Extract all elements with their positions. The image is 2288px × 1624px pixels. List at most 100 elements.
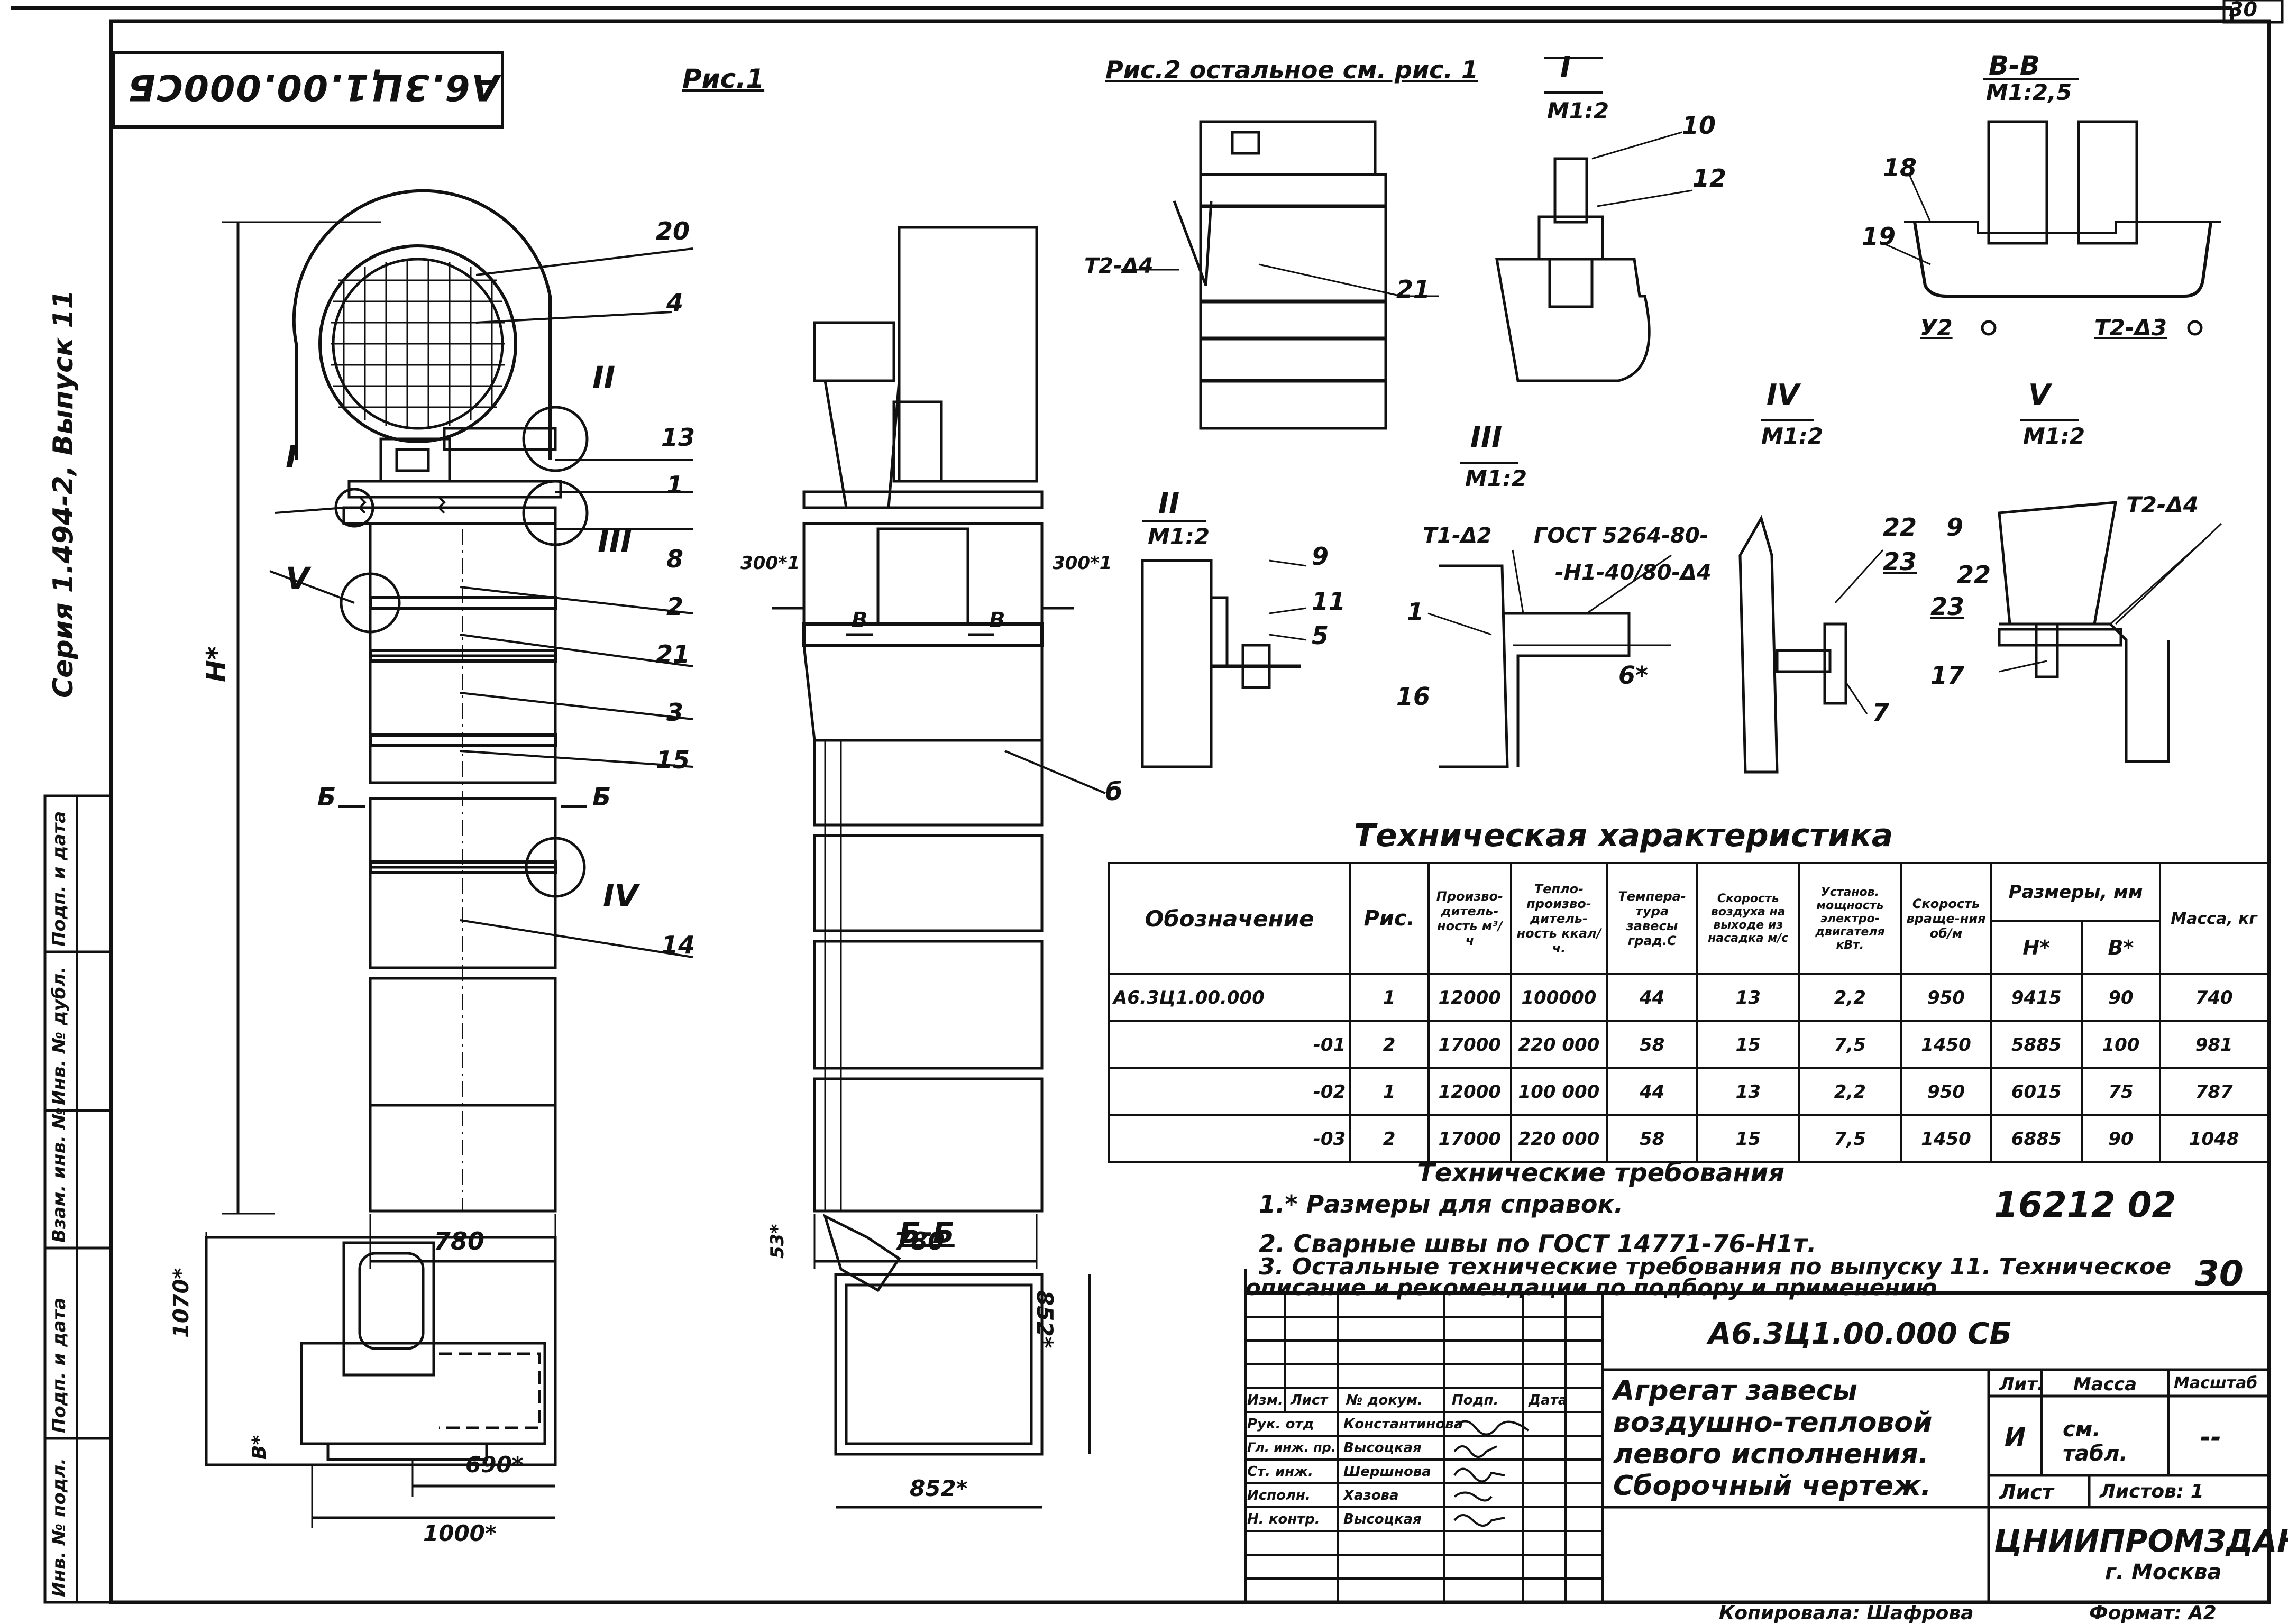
fig1-title: Рис.1 <box>682 63 765 94</box>
th-heat: Тепло-произво-дитель-ность ккал/ч. <box>1509 862 1608 975</box>
side-label-5: Инв. № подл. <box>49 1457 70 1597</box>
title-block-frame <box>1244 1269 2271 1604</box>
side-label-4: Подп. и дата <box>49 1297 70 1433</box>
dim-780-a: 780 <box>434 1227 485 1255</box>
archive-code: 16212 02 <box>1994 1185 2176 1225</box>
name-line-3: левого исполнения. <box>1613 1438 1929 1470</box>
cell: -03 <box>1108 1114 1351 1163</box>
copied-by: Копировала: Шафрова <box>1719 1602 1974 1624</box>
cell: 13 <box>1696 973 1800 1022</box>
detail-callout-9: 9 <box>1312 542 1329 571</box>
section-mark-v2: В <box>989 608 1005 632</box>
cell: 5885 <box>1990 1020 2083 1069</box>
cell: А6.3Ц1.00.000 <box>1108 973 1351 1022</box>
side-label-1: Подп. и дата <box>49 811 70 947</box>
person-4: Хазова <box>1343 1488 1399 1503</box>
dim-b: В* <box>249 1435 270 1460</box>
cell: 58 <box>1606 1020 1698 1069</box>
cell: 950 <box>1900 973 1992 1022</box>
weld-t2d4b: Т2-Δ4 <box>2126 492 2199 518</box>
section-mark-b2: Б <box>592 783 611 811</box>
detail-callout-y2: У2 <box>1920 315 1953 341</box>
cell: 12000 <box>1427 973 1512 1022</box>
cell: 2 <box>1349 1114 1430 1163</box>
name-line-2: воздушно-тепловой <box>1613 1407 1933 1438</box>
th-dims: Размеры, мм <box>1990 862 2162 922</box>
dim-h: Н* <box>201 646 232 682</box>
designation-stamp: А6.3Ц1.00.000СБ <box>127 66 499 108</box>
detail-III-drawing <box>1427 462 1672 768</box>
callout-2: 2 <box>666 592 684 621</box>
detail-callout-22: 22 <box>1883 513 1917 542</box>
detail-I-title: I <box>1560 50 1571 84</box>
callout-8: 8 <box>666 545 684 573</box>
detail-III-scale: М1:2 <box>1465 465 1527 491</box>
detail-callout-12: 12 <box>1692 164 1727 192</box>
dim-1000: 1000* <box>423 1520 497 1546</box>
gost-label: ГОСТ 5264-80- <box>1534 524 1709 548</box>
cell: 787 <box>2159 1067 2269 1116</box>
weld-t1d2: Т1-Δ2 <box>1423 524 1492 548</box>
cell: 2,2 <box>1798 973 1902 1022</box>
detail-callout-6: 6* <box>1618 661 1649 690</box>
cell: 13 <box>1696 1067 1800 1116</box>
requirement-3a: 3. Остальные технические требования по в… <box>1259 1253 2172 1280</box>
side-label-3: Взам. инв. № <box>49 1107 70 1243</box>
detail-callout-23b: 23 <box>1930 592 1965 621</box>
cell: 100000 <box>1509 973 1608 1022</box>
cell: 90 <box>2080 1114 2162 1163</box>
side-label-2: Инв. № дубл. <box>49 966 70 1105</box>
detail-III-title: III <box>1470 420 1503 454</box>
th-designation: Обозначение <box>1108 862 1351 975</box>
cell: 7,5 <box>1798 1020 1902 1069</box>
table-row: А6.3Ц1.00.000 1 12000 100000 44 13 2,2 9… <box>1108 973 2269 1022</box>
cell: 1450 <box>1900 1114 1992 1163</box>
fig2-side-view <box>772 226 1106 1269</box>
page-number: 30 <box>2195 1253 2244 1294</box>
callout-IV: IV <box>603 878 638 914</box>
col-lit: Лит. <box>1999 1374 2044 1395</box>
tech-table: Обозначение Рис. Произво-дитель-ность м³… <box>1108 862 2269 1163</box>
cell: 17000 <box>1427 1020 1512 1069</box>
requirements-title: Технические требования <box>1417 1158 1785 1188</box>
scale-value: -- <box>2200 1423 2221 1452</box>
table-row: -03 2 17000 220 000 58 15 7,5 1450 6885 … <box>1108 1114 2269 1163</box>
doc-number: А6.3Ц1.00.000 СБ <box>1708 1317 2012 1351</box>
cell: 44 <box>1606 1067 1698 1116</box>
head-list: Лист <box>1291 1392 1328 1408</box>
th-b: В* <box>2080 920 2162 975</box>
role-3: Ст. инж. <box>1247 1464 1314 1480</box>
th-capacity: Произво-дитель-ность м³/ч <box>1427 862 1512 975</box>
detail-callout-5: 5 <box>1312 621 1329 650</box>
cell: 100 <box>2080 1020 2162 1069</box>
callout-21: 21 <box>656 640 690 668</box>
detail-callout-19: 19 <box>1862 222 1896 251</box>
role-4: Исполн. <box>1247 1488 1311 1503</box>
callout-15: 15 <box>656 746 690 774</box>
detail-V-drawing <box>1998 419 2222 763</box>
callout-13: 13 <box>661 423 695 452</box>
section-mark-b1: Б <box>317 783 336 811</box>
series-label: Серия 1.494-2, Выпуск 11 <box>48 290 79 698</box>
th-temp: Темпера-тура завесы град.С <box>1606 862 1698 975</box>
detail-callout-10: 10 <box>1682 111 1716 140</box>
cell: 1 <box>1349 973 1430 1022</box>
cell: 15 <box>1696 1020 1800 1069</box>
table-row: -01 2 17000 220 000 58 15 7,5 1450 5885 … <box>1108 1020 2269 1069</box>
detail-callout-17: 17 <box>1930 661 1965 690</box>
detail-I-scale: М1:2 <box>1547 98 1609 124</box>
detail-I-drawing <box>1495 57 1693 382</box>
person-3: Шершнова <box>1343 1464 1431 1480</box>
name-line-4: Сборочный чертеж. <box>1613 1470 1932 1502</box>
detail-V-title: V <box>2028 378 2051 411</box>
callout-1: 1 <box>666 471 684 499</box>
sheets-label: Листов: 1 <box>2100 1481 2204 1502</box>
detail-II-drawing <box>1141 520 1307 768</box>
section-66-drawing <box>822 1214 1091 1509</box>
detail-callout-1: 1 <box>1407 598 1424 626</box>
detail-callout-22b: 22 <box>1957 561 1991 589</box>
cell: 7,5 <box>1798 1114 1902 1163</box>
cell: 1 <box>1349 1067 1430 1116</box>
cell: -01 <box>1108 1020 1351 1069</box>
